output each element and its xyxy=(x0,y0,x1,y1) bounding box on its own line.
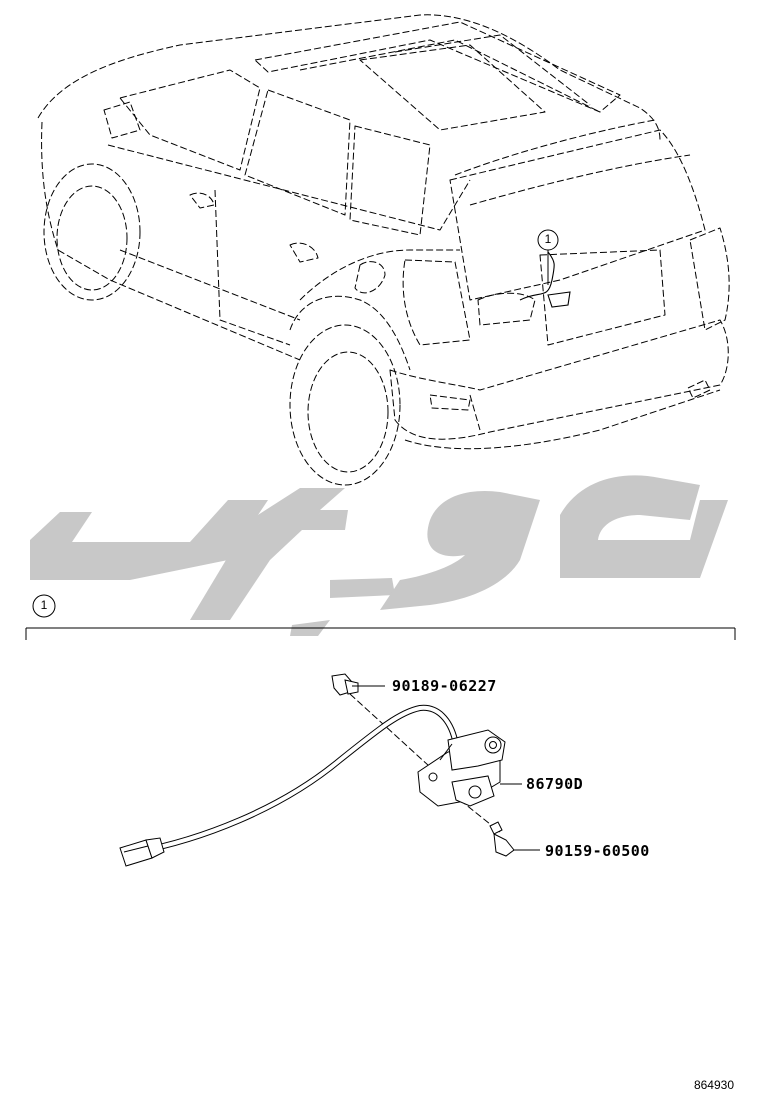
part-number-camera[interactable]: 86790D xyxy=(526,775,584,793)
watermark-logo xyxy=(30,475,728,636)
cable-connector xyxy=(119,837,165,867)
section-callout-1 xyxy=(32,594,56,618)
section-callout-number: 1 xyxy=(40,598,48,612)
part-number-clip[interactable]: 90189-06227 xyxy=(392,677,497,695)
clip-part-drawing xyxy=(331,673,385,696)
camera-wiring-on-vehicle xyxy=(519,251,571,308)
diagram-id: 864930 xyxy=(693,1078,734,1092)
callout-number-vehicle: 1 xyxy=(544,232,552,246)
camera-cable xyxy=(133,704,458,855)
vehicle-rear-illustration xyxy=(37,14,730,486)
part-number-screw[interactable]: 90159-60500 xyxy=(545,842,650,860)
section-bracket xyxy=(25,627,736,640)
camera-part-drawing xyxy=(417,729,522,807)
callout-1-on-vehicle xyxy=(537,229,559,285)
screw-part-drawing xyxy=(489,821,540,857)
